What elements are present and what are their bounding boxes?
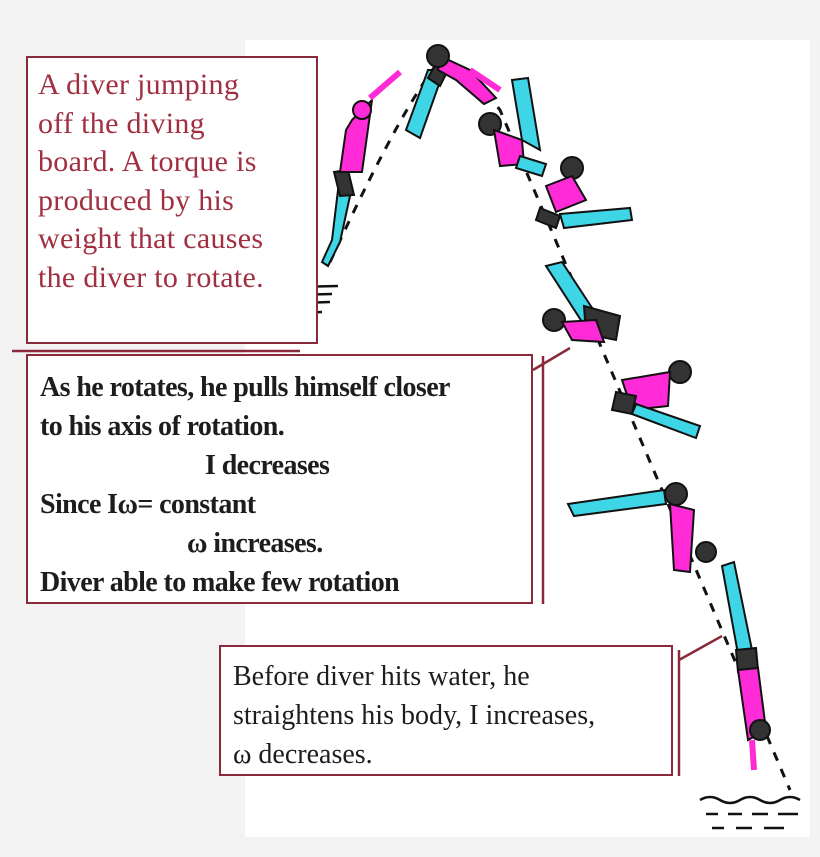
callout-text-line: Before diver hits water, he xyxy=(233,661,530,692)
diver-tuck-figure-1 xyxy=(478,76,548,178)
callout-text-line: board. A torque is xyxy=(38,145,257,178)
callout-text-line: straightens his body, I increases, xyxy=(233,700,596,731)
callout-board-diver: A diver jumping off the diving board. A … xyxy=(26,56,318,344)
diver-tuck-figure-2 xyxy=(534,156,634,230)
callout-text-line: I decreases xyxy=(205,450,330,481)
callout-text-line: the diver to rotate. xyxy=(38,260,264,294)
diver-tuck-figure-3 xyxy=(542,260,622,344)
callout-text-line: produced by his xyxy=(38,183,235,217)
callout-text-line: Diver able to make few rotation xyxy=(40,567,400,598)
diver-apex-figure xyxy=(404,44,502,140)
diver-opening-figure xyxy=(566,482,717,574)
callout-entry: Before diver hits water, he straightens … xyxy=(219,645,673,776)
callout-text-line: As he rotates, he pulls himself closer xyxy=(40,372,450,403)
callout-text-line: Since Iω= constant xyxy=(40,489,256,520)
diver-tuck-figure-4 xyxy=(610,360,702,440)
callout-rotation: As he rotates, he pulls himself closer t… xyxy=(26,354,533,604)
trajectory-dashed-line xyxy=(328,58,792,791)
diver-entry-figure xyxy=(720,560,771,771)
diver-takeoff-figure xyxy=(320,69,402,268)
callout-text-line: off the diving xyxy=(38,106,205,140)
callout-text-line: A diver jumping xyxy=(38,68,240,101)
callout-text-line: ω decreases. xyxy=(233,739,373,770)
water-surface xyxy=(699,795,801,830)
callout-connectors xyxy=(12,346,723,776)
callout-text-line: to his axis of rotation. xyxy=(40,411,285,442)
callout-text-line: ω increases. xyxy=(187,528,323,559)
callout-text-line: weight that causes xyxy=(38,222,264,255)
